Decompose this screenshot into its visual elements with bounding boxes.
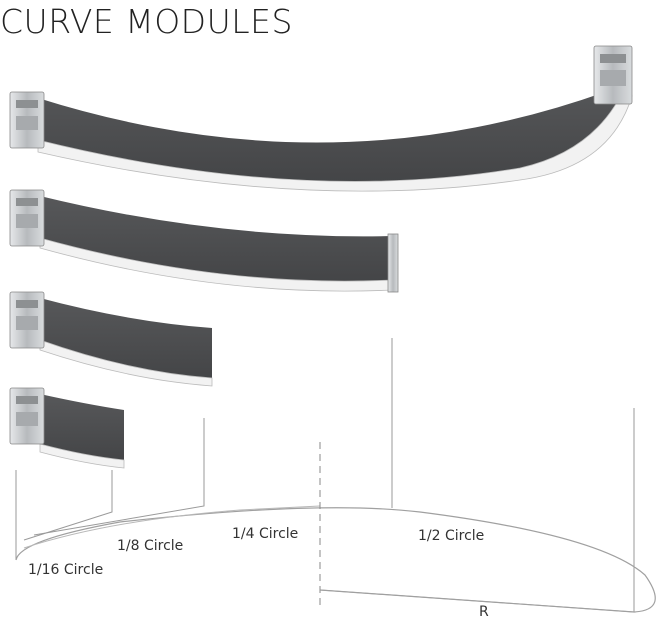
label-eighth-circle: 1/8 Circle (117, 538, 183, 554)
label-half-circle: 1/2 Circle (418, 528, 484, 544)
label-sixteenth-circle: 1/16 Circle (28, 562, 103, 578)
radius-line (319, 589, 635, 613)
module-half-circle (9, 45, 633, 192)
module-quarter-circle (9, 189, 399, 293)
label-radius: R (479, 604, 489, 620)
page-title: CURVE MODULES (0, 2, 293, 41)
ellipse-outline (15, 507, 656, 613)
quarter-circle-panel (40, 196, 392, 282)
leader-lines (15, 338, 635, 612)
label-quarter-circle: 1/4 Circle (232, 526, 298, 542)
eighth-circle-diffuser (39, 339, 213, 387)
quarter-circle-end-cap-right (387, 233, 399, 293)
module-sixteenth-circle (9, 387, 125, 469)
plan-ellipse (15, 442, 656, 613)
eighth-circle-panel (40, 298, 212, 378)
module-eighth-circle (9, 291, 213, 387)
sixteenth-circle-panel (40, 394, 124, 460)
sixteenth-circle-diffuser (39, 443, 125, 469)
half-circle-panel (38, 80, 628, 182)
